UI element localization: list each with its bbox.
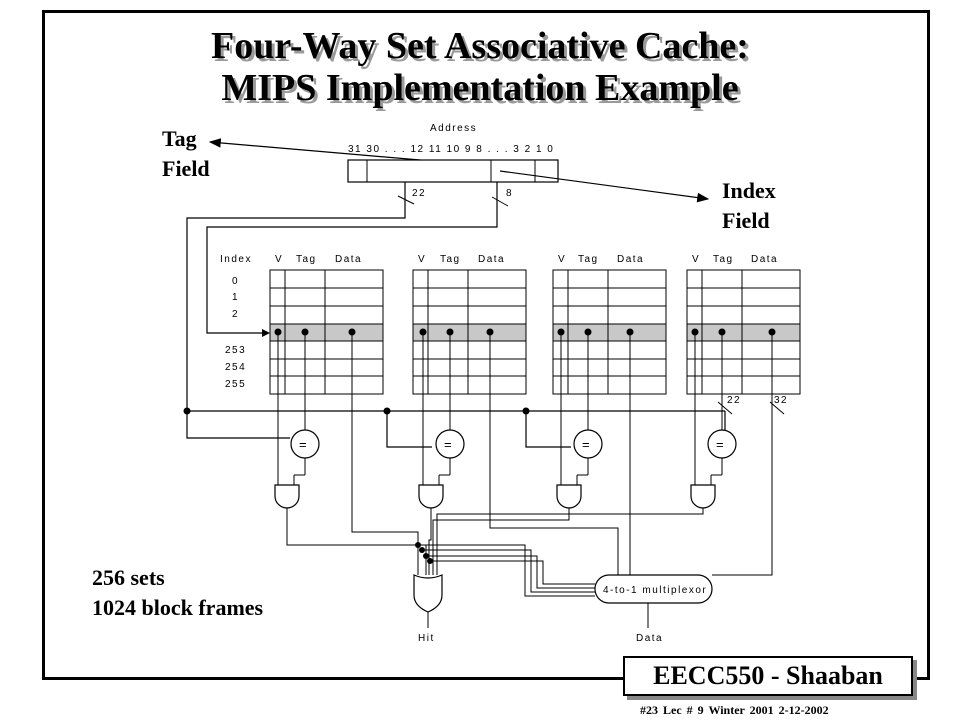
slide-frame: [42, 10, 930, 680]
tag-field-label: Tag Field: [162, 124, 210, 184]
tag-field-arrow: [208, 138, 421, 161]
cache-way-3: V Tag Data: [552, 254, 667, 395]
index-wire: [206, 182, 498, 334]
cache-way-1: V Tag Data: [269, 254, 384, 395]
index-field-label-line-2: Field: [722, 208, 770, 233]
comparator-3-symbol: =: [582, 437, 590, 452]
and-gate-3: [556, 484, 582, 509]
tag-width-label: 22: [412, 188, 426, 199]
index-row-254: 254: [225, 362, 246, 373]
tag-bus-width: 22: [727, 395, 741, 406]
way1-col-v: V: [275, 254, 283, 265]
multiplexor-label: 4-to-1 multiplexor: [603, 585, 707, 596]
cache-summary-block-frames: 1024 block frames: [92, 595, 264, 620]
tag-field-label-line-2: Field: [162, 156, 210, 181]
index-row-0: 0: [232, 276, 239, 287]
data-bus-width: 32: [774, 395, 788, 406]
way4-wiring: [436, 328, 776, 576]
hit-label: Hit: [418, 633, 435, 644]
and-gate-1: [274, 484, 300, 509]
slide-footer: #23 Lec # 9 Winter 2001 2-12-2002: [640, 703, 829, 717]
cache-way-4: V Tag Data: [686, 254, 801, 395]
comparator-1: =: [290, 429, 320, 459]
comparator-4-symbol: =: [716, 437, 724, 452]
address-register: [347, 159, 559, 183]
slide-title-line-2: MIPS Implementation Example: [221, 67, 739, 109]
way3-col-tag: Tag: [578, 254, 599, 265]
index-row-253: 253: [225, 345, 246, 356]
way1-col-tag: Tag: [296, 254, 317, 265]
tag-field-label-line-1: Tag: [162, 126, 197, 151]
way4-col-data: Data: [751, 254, 778, 265]
and-gate-4: [690, 484, 716, 509]
index-header: Index: [220, 254, 252, 265]
index-field-arrow: [499, 170, 710, 203]
comparator-outputs: [293, 458, 723, 490]
address-label: Address: [430, 123, 477, 134]
address-bit-positions: 31 30 . . . 12 11 10 9 8 . . . 3 2 1 0: [348, 144, 554, 155]
way3-col-v: V: [558, 254, 566, 265]
slide-title-line-1: Four-Way Set Associative Cache:: [211, 25, 749, 67]
index-row-255: 255: [225, 379, 246, 390]
data-output-label: Data: [636, 633, 663, 644]
comparator-4: =: [707, 429, 737, 459]
way3-col-data: Data: [617, 254, 644, 265]
tag-bus: [183, 407, 726, 448]
index-row-2: 2: [232, 309, 239, 320]
way4-col-v: V: [692, 254, 700, 265]
comparator-1-symbol: =: [299, 437, 307, 452]
comparator-3: =: [573, 429, 603, 459]
way4-col-tag: Tag: [713, 254, 734, 265]
or-gate: [413, 574, 443, 613]
way2-col-v: V: [418, 254, 426, 265]
index-bus-slash: [491, 196, 509, 207]
cache-summary-sets: 256 sets: [92, 565, 165, 590]
way2-col-tag: Tag: [440, 254, 461, 265]
tag-wire: [186, 182, 406, 439]
comparator-2: =: [435, 429, 465, 459]
course-badge: EECC550 - Shaaban: [623, 656, 913, 696]
index-field-label: Index Field: [722, 176, 776, 236]
index-arrow-head: [262, 329, 270, 337]
tag-bus-slash: [397, 195, 415, 205]
hit-select-bus: [415, 542, 595, 597]
comparator-2-symbol: =: [444, 437, 452, 452]
index-row-1: 1: [232, 292, 239, 303]
cache-summary: 256 sets 1024 block frames: [92, 563, 263, 623]
way3-wiring: [432, 328, 634, 575]
index-field-label-line-1: Index: [722, 178, 776, 203]
way2-col-data: Data: [478, 254, 505, 265]
and-gate-2: [418, 484, 444, 509]
multiplexor: [594, 574, 713, 604]
way1-wiring: [274, 328, 427, 575]
tag-bus-width-slash: [717, 401, 733, 415]
index-width-label: 8: [506, 188, 513, 199]
cache-way-2: V Tag Data: [412, 254, 527, 395]
way2-wiring: [419, 328, 619, 583]
way1-col-data: Data: [335, 254, 362, 265]
